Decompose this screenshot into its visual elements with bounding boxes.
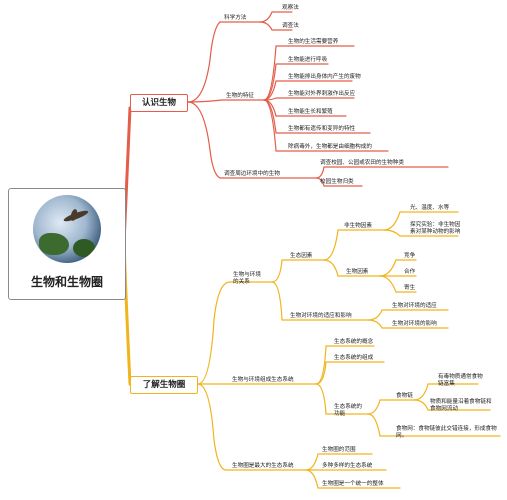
node-life-features[interactable]: 生物的特征 [226,93,254,99]
foodchain-accumulation[interactable]: 有毒物质通常食物链富集 [438,374,483,387]
biosphere-range[interactable]: 生物圈的范围 [322,447,356,453]
node-investigation[interactable]: 调查法 [282,23,299,29]
biosphere-unified-whole[interactable]: 生物圈是一个统一的整体 [322,481,384,487]
abiotic-light-temp-water[interactable]: 光、温度、水等 [410,205,450,211]
biotic-cooperation[interactable]: 合作 [404,269,416,275]
node-adapt-influence[interactable]: 生物对环境的适应和影响 [290,313,352,319]
survey-classify[interactable]: 校园生物归类 [320,179,354,185]
feature-response[interactable]: 生物能对外界刺激作出反应 [288,91,356,97]
biotic-parasitism[interactable]: 寄生 [404,285,416,291]
branch1-links [187,11,449,187]
globe-image [33,195,101,263]
feature-cells[interactable]: 除病毒外，生物都是由细胞构成的 [288,144,372,150]
feature-respiration[interactable]: 生物能进行呼吸 [288,57,328,63]
feature-growth[interactable]: 生物能生长和繁殖 [288,109,333,115]
node-observation[interactable]: 观察法 [282,5,299,11]
node-scientific-method[interactable]: 科学方法 [224,15,247,21]
feature-nutrition[interactable]: 生物的生活需要营养 [288,39,339,45]
branch-know-organisms[interactable]: 认识生物 [130,94,188,112]
node-eco-factors[interactable]: 生态因素 [290,253,313,259]
node-eco-function[interactable]: 生态系统的功能 [334,404,362,417]
adapt-influence[interactable]: 生物对环境的影响 [392,321,437,327]
feature-excretion[interactable]: 生物能排出身体内产生的废物 [288,74,361,80]
branch2-links [197,211,501,489]
node-survey[interactable]: 调查周边环境中的生物 [224,171,280,177]
foodchain-energy-flow[interactable]: 物质和能量沿着食物链和食物网流动 [430,399,492,412]
node-organism-environment[interactable]: 生物与环境的关系 [233,272,261,285]
branch-understand-biosphere[interactable]: 了解生物圈 [130,376,198,394]
biosphere-diverse-ecosystems[interactable]: 多种多样的生态系统 [322,463,373,469]
central-title: 生物和生物圈 [30,275,103,289]
central-topic[interactable]: 生物和生物圈 [8,188,126,300]
eco-concept[interactable]: 生态系统的概念 [334,339,374,345]
feature-heredity[interactable]: 生物都有遗传和变异的特性 [288,126,356,132]
node-abiotic[interactable]: 非生物因素 [344,223,372,229]
survey-campus-species[interactable]: 调查校园、公园或农田的生物种类 [320,160,404,166]
node-food-web[interactable]: 食物网：食物链彼此交错连接，形成食物网。 [396,426,497,439]
abiotic-experiment[interactable]: 探究实验：非生物因素对某种动物的影响 [410,222,461,235]
node-biotic[interactable]: 生物因素 [346,269,369,275]
eco-composition[interactable]: 生态系统的组成 [334,355,374,361]
node-biosphere[interactable]: 生物圈是最大的生态系统 [232,463,294,469]
biotic-competition[interactable]: 竞争 [404,253,416,259]
node-ecosystem[interactable]: 生物与环境组成生态系统 [232,377,294,383]
node-food-chain[interactable]: 食物链 [396,393,413,399]
adapt-adaptation[interactable]: 生物对环境的适应 [392,303,437,309]
